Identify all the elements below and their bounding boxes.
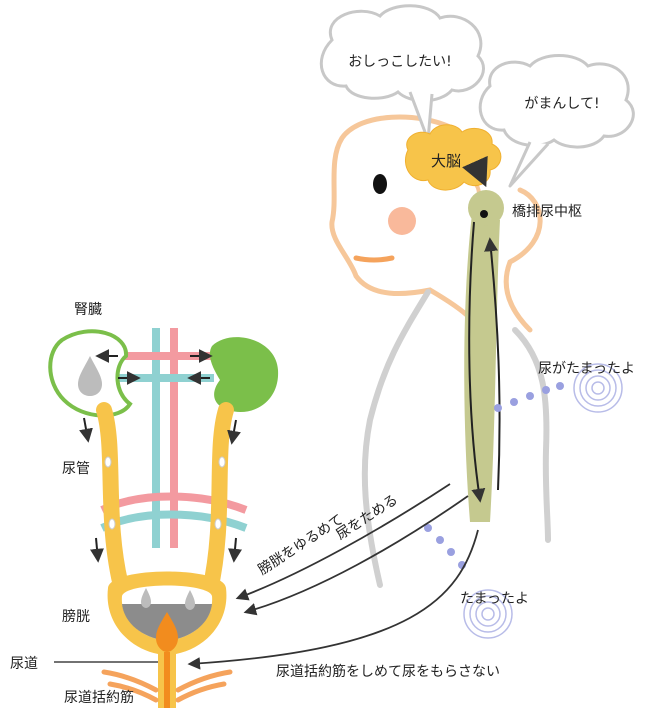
full-label: たまったよ xyxy=(460,591,529,607)
brain: 大脳 xyxy=(405,125,500,190)
urethra-label: 尿道 xyxy=(10,656,38,672)
pons-center-label: 橋排尿中枢 xyxy=(512,204,582,220)
mouth xyxy=(356,258,392,260)
brain-label: 大脳 xyxy=(431,152,461,170)
flow-arrow-3 xyxy=(96,538,98,560)
pons xyxy=(468,190,504,226)
bladder-label: 膀胱 xyxy=(62,608,90,625)
flow-arrow-1 xyxy=(84,418,88,440)
urinary-organs xyxy=(50,328,278,708)
bubble-hold-text: がまんして! xyxy=(524,96,599,112)
command-arrows xyxy=(190,484,478,664)
ureter-right xyxy=(210,410,226,590)
cheek xyxy=(388,207,416,235)
full-signal: たまったよ xyxy=(424,524,529,638)
bladder-full-signal: 尿がたまったよ xyxy=(494,361,635,412)
bubble-want-text: おしっこしたい! xyxy=(348,54,452,70)
flow-arrow-2 xyxy=(232,420,236,442)
spinal-cord: 橋排尿中枢 xyxy=(464,190,582,522)
speech-bubble-hold: がまんして! xyxy=(480,56,633,187)
relax-label-1: 膀胱をゆるめて xyxy=(255,511,346,579)
flow-arrow-4 xyxy=(234,538,236,560)
speech-bubble-want: おしっこしたい! xyxy=(321,6,483,140)
kidney-label: 腎臓 xyxy=(74,302,102,318)
kidney-right xyxy=(210,337,278,412)
bladder-full-label: 尿がたまったよ xyxy=(538,361,635,377)
body-front-outline xyxy=(365,292,428,585)
ureter-label: 尿管 xyxy=(62,461,90,477)
arrow-tighten-sphincter xyxy=(190,530,478,664)
sphincter-label: 尿道括約筋 xyxy=(64,689,134,706)
urethra-inner xyxy=(164,652,170,708)
sphincter-signal-label: 尿道括約筋をしめて尿をもらさない xyxy=(276,663,500,680)
pons-center-dot xyxy=(480,210,488,218)
eye xyxy=(373,174,387,194)
